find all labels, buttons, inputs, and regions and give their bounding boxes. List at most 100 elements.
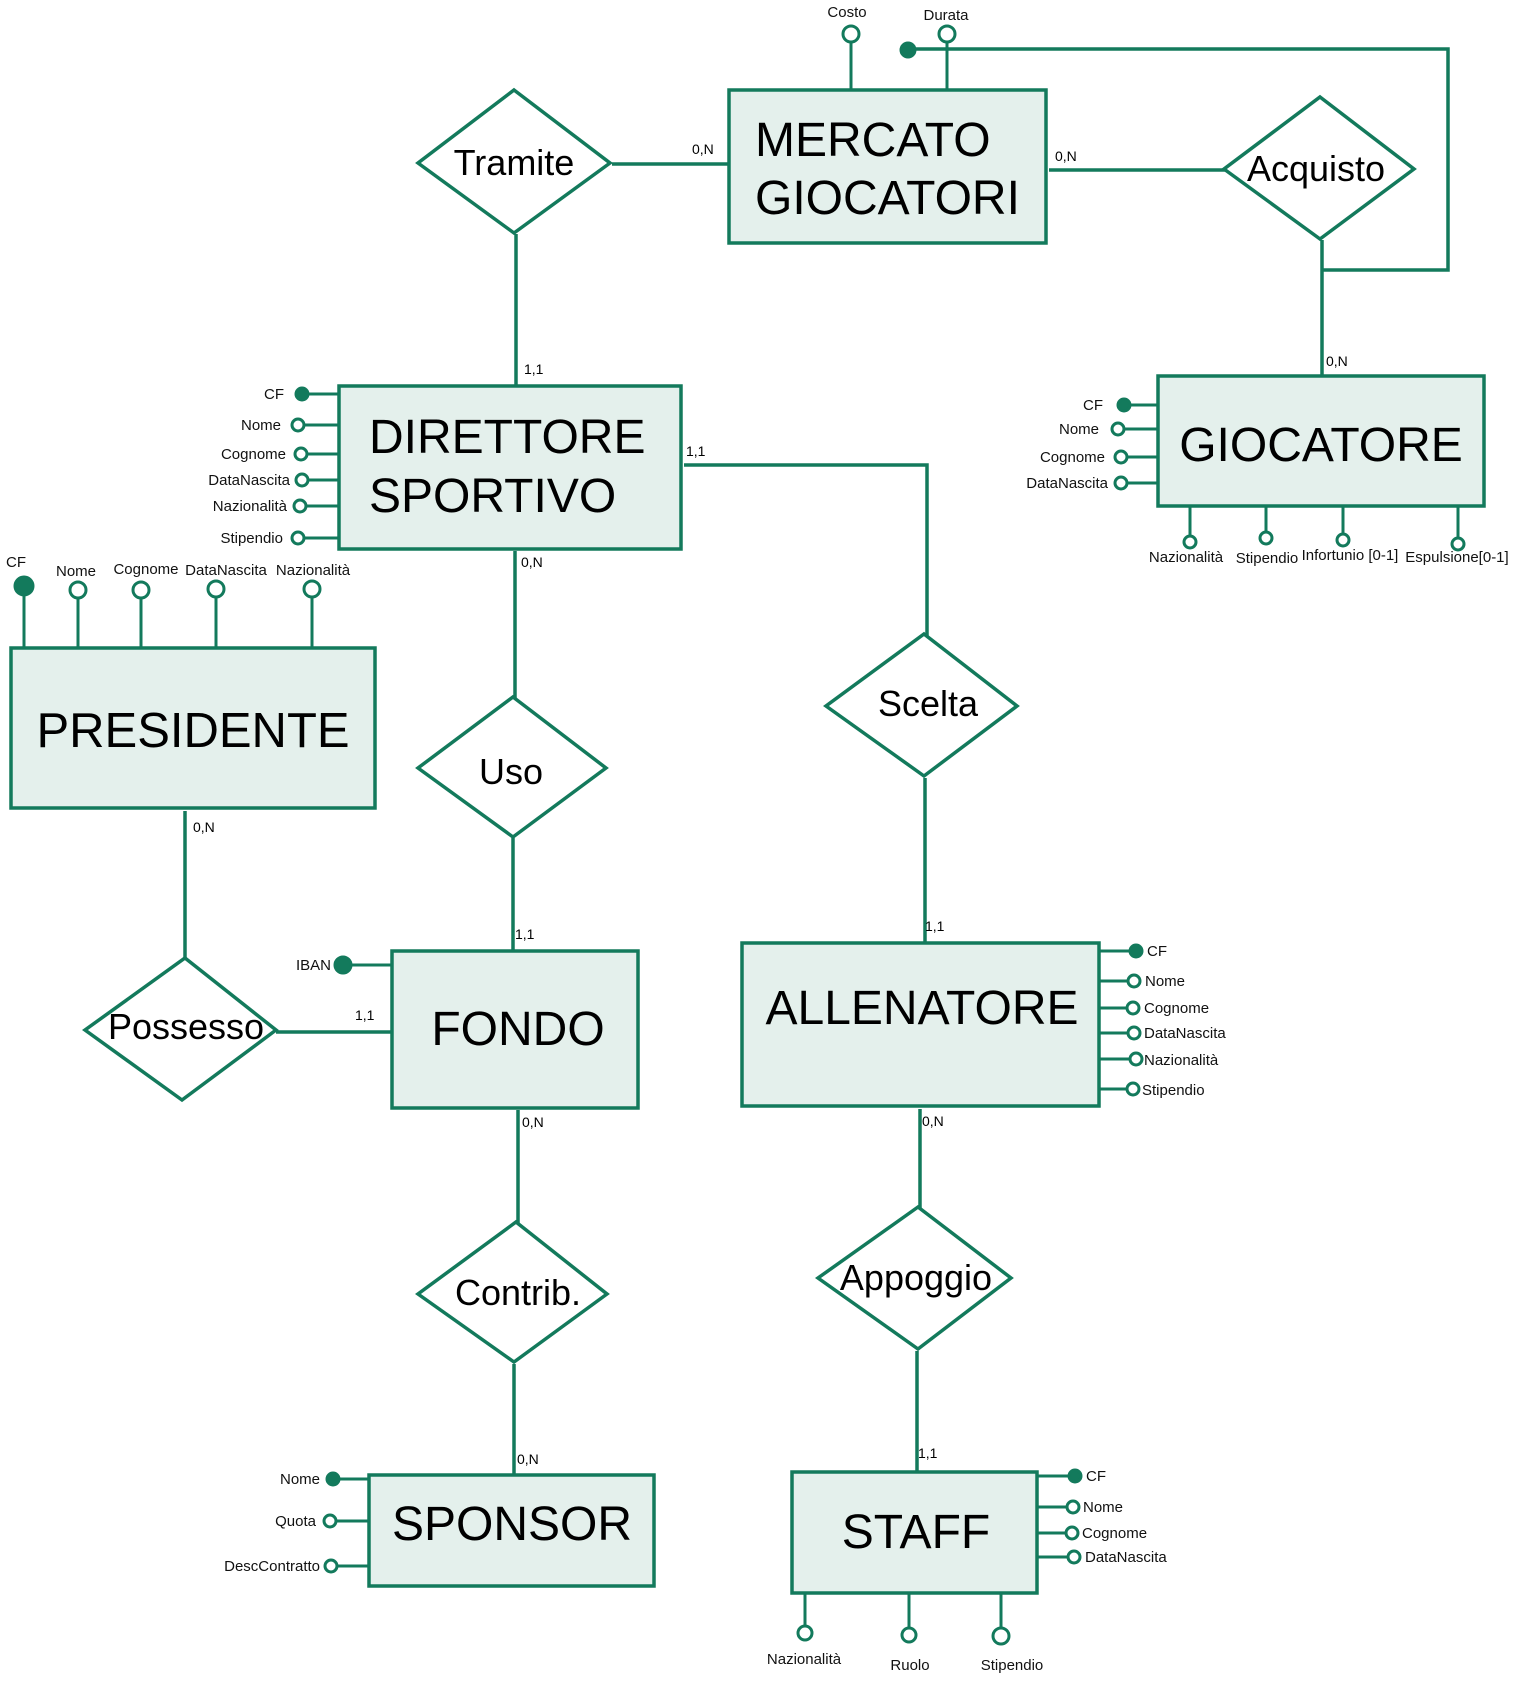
attr-direttore-nome: Nome — [241, 417, 281, 434]
card-allenatore-scelta: 1,1 — [925, 918, 945, 934]
attr-allenatore-cf: CF — [1147, 943, 1167, 960]
attr-staff-ruolo: Ruolo — [890, 1657, 929, 1674]
attr-marker-giocatore-datanascita — [1113, 475, 1129, 491]
relation-scelta-label: Scelta — [878, 683, 979, 724]
attr-marker-sponsor-nome — [325, 1471, 341, 1487]
link-acquisto-loop — [908, 47, 1450, 272]
attr-marker-direttore-nome — [290, 417, 306, 433]
attr-marker-staff-cognome — [1064, 1525, 1080, 1541]
attr-marker-presidente-cognome — [131, 580, 151, 600]
attr-marker-allenatore-nome — [1126, 973, 1142, 989]
attr-staff-datanascita: DataNascita — [1085, 1549, 1167, 1566]
attr-allenatore-datanascita: DataNascita — [1144, 1025, 1226, 1042]
attr-marker-giocatore-espulsione — [1450, 536, 1466, 552]
relation-acquisto-label: Acquisto — [1247, 148, 1385, 189]
attr-marker-sponsor-quota — [322, 1513, 338, 1529]
attr-marker-direttore-datanascita — [294, 472, 310, 488]
attr-giocatore-espulsione: Espulsione[0-1] — [1405, 549, 1508, 566]
attr-marker-giocatore-nazionalita — [1182, 534, 1198, 550]
entity-presidente-label: PRESIDENTE — [36, 704, 349, 758]
attr-marker-giocatore-cf — [1116, 397, 1132, 413]
attr-marker-mercato-costo — [841, 24, 861, 44]
entity-direttore-line1: DIRETTORE — [369, 411, 645, 464]
attr-marker-staff-datanascita — [1066, 1549, 1082, 1565]
attr-giocatore-datanascita: DataNascita — [1026, 475, 1108, 492]
attr-sponsor-quota: Quota — [275, 1513, 317, 1530]
attr-staff-cf: CF — [1086, 1468, 1106, 1485]
attr-marker-direttore-cognome — [293, 446, 309, 462]
attr-marker-presidente-datanascita — [206, 579, 226, 599]
attr-marker-direttore-stipendio — [290, 530, 306, 546]
relation-uso-label: Uso — [479, 751, 543, 792]
entity-direttore-sportivo: DIRETTORE SPORTIVO — [337, 384, 683, 551]
attr-marker-staff-nome — [1065, 1499, 1081, 1515]
entity-mercato-line2: GIOCATORI — [755, 172, 1020, 225]
attr-marker-allenatore-datanascita — [1126, 1025, 1142, 1041]
relation-contrib-label: Contrib. — [455, 1272, 581, 1313]
entity-sponsor: SPONSOR — [367, 1473, 656, 1588]
entity-giocatore-label: GIOCATORE — [1179, 419, 1463, 472]
entity-fondo-label: FONDO — [431, 1003, 604, 1056]
relation-uso: Uso — [415, 694, 609, 840]
relation-appoggio-label: Appoggio — [840, 1257, 992, 1298]
attr-sponsor-desccontratto: DescContratto — [224, 1558, 320, 1575]
attribute-labels: Costo Durata CF Nome Cognome DataNascita… — [6, 4, 1509, 1674]
relation-appoggio: Appoggio — [814, 1204, 1014, 1352]
attr-giocatore-infortunio: Infortunio [0-1] — [1302, 547, 1399, 564]
relation-contrib: Contrib. — [415, 1219, 610, 1365]
card-presidente-possesso: 0,N — [193, 819, 215, 835]
card-mercato-tramite: 0,N — [692, 141, 714, 157]
attr-marker-direttore-cf — [294, 386, 310, 402]
attr-marker-sponsor-desccontratto — [323, 1558, 339, 1574]
card-fondo-possesso: 1,1 — [355, 1007, 375, 1023]
entity-staff-label: STAFF — [842, 1506, 990, 1559]
attr-marker-allenatore-cognome — [1125, 1000, 1141, 1016]
attr-allenatore-stipendio: Stipendio — [1142, 1082, 1205, 1099]
attr-giocatore-cf: CF — [1083, 397, 1103, 414]
relation-acquisto: Acquisto — [1221, 94, 1417, 242]
attr-marker-presidente-nazionalita — [302, 579, 322, 599]
entity-allenatore-label: ALLENATORE — [765, 982, 1078, 1035]
attr-giocatore-nazionalita: Nazionalità — [1149, 549, 1224, 566]
entity-presidente: PRESIDENTE — [9, 646, 377, 810]
attr-marker-fondo-iban — [333, 955, 353, 975]
entity-direttore-line2: SPORTIVO — [369, 470, 616, 523]
relation-possesso: Possesso — [82, 955, 279, 1103]
attr-marker-giocatore-stipendio — [1258, 530, 1274, 546]
card-staff-appoggio: 1,1 — [918, 1445, 938, 1461]
cardinality-labels: 0,N 0,N 0,N 1,1 1,1 0,N 0,N 1,1 1,1 0,N … — [193, 141, 1348, 1467]
attr-marker-allenatore-nazionalita — [1128, 1051, 1144, 1067]
attr-marker-giocatore-nome — [1110, 421, 1126, 437]
attribute-markers — [13, 24, 1466, 1646]
attr-direttore-stipendio: Stipendio — [220, 530, 283, 547]
entity-giocatore: GIOCATORE — [1156, 374, 1486, 508]
link-direttore-scelta — [684, 463, 929, 636]
attr-sponsor-nome: Nome — [280, 1471, 320, 1488]
attr-direttore-datanascita: DataNascita — [208, 472, 290, 489]
attr-staff-nazionalita: Nazionalità — [767, 1651, 842, 1668]
attr-presidente-cf: CF — [6, 554, 26, 571]
attr-giocatore-nome: Nome — [1059, 421, 1099, 438]
attr-staff-nome: Nome — [1083, 1499, 1123, 1516]
attr-giocatore-stipendio: Stipendio — [1236, 550, 1299, 567]
attr-allenatore-cognome: Cognome — [1144, 1000, 1209, 1017]
attr-marker-staff-nazionalita — [796, 1624, 814, 1642]
attr-marker-staff-cf — [1067, 1468, 1083, 1484]
attr-staff-stipendio: Stipendio — [981, 1657, 1044, 1674]
entity-mercato-line1: MERCATO — [755, 114, 991, 167]
attr-mercato-durata: Durata — [923, 7, 969, 24]
attr-presidente-cognome: Cognome — [113, 561, 178, 578]
attr-marker-staff-stipendio — [991, 1626, 1011, 1646]
relation-tramite-label: Tramite — [454, 142, 575, 183]
card-direttore-uso: 0,N — [521, 554, 543, 570]
relation-scelta: Scelta — [823, 631, 1020, 779]
relation-possesso-label: Possesso — [108, 1006, 264, 1047]
attr-staff-cognome: Cognome — [1082, 1525, 1147, 1542]
card-fondo-contrib: 0,N — [522, 1114, 544, 1130]
attr-mercato-costo: Costo — [827, 4, 866, 21]
attr-giocatore-cognome: Cognome — [1040, 449, 1105, 466]
attr-marker-staff-ruolo — [900, 1626, 918, 1644]
attr-direttore-cf: CF — [264, 386, 284, 403]
attr-marker-giocatore-infortunio — [1335, 532, 1351, 548]
